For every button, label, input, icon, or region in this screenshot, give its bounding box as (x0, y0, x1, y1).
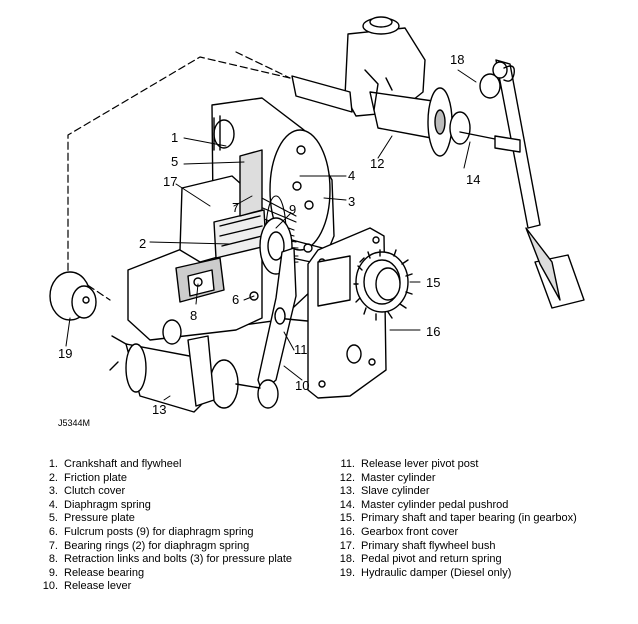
leader-lines (65, 69, 477, 401)
legend-text: Retraction links and bolts (3) for press… (64, 553, 293, 566)
legend-item: 14. Master cylinder pedal pushrod (335, 499, 635, 513)
legend-item: 7. Bearing rings (2) for diaphragm spring (38, 540, 338, 554)
legend-number: 13. (339, 485, 355, 498)
legend-right-column: 11. Release lever pivot post 12. Master cy… (335, 458, 635, 580)
legend-text: Pedal pivot and return spring (361, 553, 502, 566)
legend-text: Diaphragm spring (64, 498, 151, 511)
callout-2: 2 (139, 236, 146, 251)
legend-item: 17. Primary shaft flywheel bush (335, 540, 635, 554)
legend-left-column: 1. Crankshaft and flywheel 2. Friction pla… (38, 458, 338, 594)
legend-number: 2. (48, 471, 58, 484)
legend-number: 18. (339, 553, 355, 566)
callout-15: 15 (426, 275, 440, 290)
legend-text: Primary shaft and taper bearing (in gear… (361, 512, 577, 525)
callout-17: 17 (163, 174, 177, 189)
callout-19: 19 (58, 346, 72, 361)
callout-16: 16 (426, 324, 440, 339)
legend-item: 13. Slave cylinder (335, 485, 635, 499)
legend-item: 19. Hydraulic damper (Diesel only) (335, 567, 635, 581)
callout-9: 9 (289, 202, 296, 217)
legend-text: Primary shaft flywheel bush (361, 539, 496, 552)
legend-item: 2. Friction plate (38, 472, 338, 486)
primary-shaft (317, 249, 413, 321)
legend-text: Release lever pivot post (361, 458, 479, 470)
callout-7: 7 (232, 200, 239, 215)
callout-5: 5 (171, 154, 178, 169)
legend-item: 12. Master cylinder (335, 472, 635, 486)
legend-number: 17. (339, 539, 355, 552)
legend-number: 8. (48, 553, 58, 566)
figure-reference: J5344M (58, 418, 90, 428)
slave-cylinder (109, 335, 261, 413)
legend-item: 18. Pedal pivot and return spring (335, 553, 635, 567)
legend-item: 6. Fulcrum posts (9) for diaphragm spring (38, 526, 338, 540)
legend-number: 10. (42, 580, 58, 593)
callout-1: 1 (171, 130, 178, 145)
legend-number: 9. (48, 566, 58, 579)
legend-text: Crankshaft and flywheel (64, 458, 182, 470)
master-cylinder (291, 16, 471, 157)
legend-item: 8. Retraction links and bolts (3) for pre… (38, 553, 338, 567)
legend-number: 12. (339, 471, 355, 484)
callout-13: 13 (152, 402, 166, 417)
hydraulic-damper (49, 271, 97, 321)
legend-text: Slave cylinder (361, 485, 430, 498)
legend-number: 4. (48, 498, 58, 511)
callout-4: 4 (348, 168, 355, 183)
legend-item: 15. Primary shaft and taper bearing (in g… (335, 512, 635, 526)
legend-text: Hydraulic damper (Diesel only) (361, 566, 512, 579)
legend-item: 1. Crankshaft and flywheel (38, 458, 338, 472)
callout-11: 11 (294, 342, 308, 357)
legend-number: 1. (48, 458, 58, 470)
legend-text: Master cylinder (361, 471, 436, 484)
callout-8: 8 (190, 308, 197, 323)
legend-item: 9. Release bearing (38, 567, 338, 581)
callout-12: 12 (370, 156, 384, 171)
callout-14: 14 (466, 172, 480, 187)
legend-item: 3. Clutch cover (38, 485, 338, 499)
callout-labels: 1 2 3 4 5 6 7 8 9 10 11 12 13 14 15 16 1… (58, 52, 480, 428)
legend-text: Bearing rings (2) for diaphragm spring (64, 539, 250, 552)
legend-text: Pressure plate (64, 512, 135, 525)
legend-text: Clutch cover (64, 485, 126, 498)
legend-text: Friction plate (64, 471, 127, 484)
legend-number: 7. (48, 539, 58, 552)
legend-number: 15. (339, 512, 355, 525)
callout-18: 18 (450, 52, 464, 67)
legend-text: Fulcrum posts (9) for diaphragm spring (64, 525, 254, 538)
callout-10: 10 (295, 378, 309, 393)
legend-number: 6. (48, 525, 58, 538)
clutch-pedal (479, 59, 585, 309)
callout-6: 6 (232, 292, 239, 307)
pressure-plate (175, 257, 259, 303)
legend-number: 14. (339, 498, 355, 511)
release-lever (257, 247, 319, 409)
legend-number: 19. (339, 566, 355, 579)
clutch-assembly-diagram: 1 2 3 4 5 6 7 8 9 10 11 12 13 14 15 16 1… (49, 16, 585, 428)
legend-number: 16. (339, 525, 355, 538)
legend-item: 10. Release lever (38, 580, 338, 594)
legend-item: 16. Gearbox front cover (335, 526, 635, 540)
pedal-pushrod (459, 131, 521, 153)
legend-number: 3. (48, 485, 58, 498)
legend-item: 11. Release lever pivot post (335, 458, 635, 472)
legend-text: Release lever (64, 580, 132, 593)
legend-text: Master cylinder pedal pushrod (361, 498, 509, 511)
legend-item: 4. Diaphragm spring (38, 499, 338, 513)
legend-number: 11. (340, 458, 355, 470)
legend-item: 5. Pressure plate (38, 512, 338, 526)
legend-text: Gearbox front cover (361, 525, 459, 538)
callout-3: 3 (348, 194, 355, 209)
legend-number: 5. (48, 512, 58, 525)
legend-text: Release bearing (64, 566, 145, 579)
